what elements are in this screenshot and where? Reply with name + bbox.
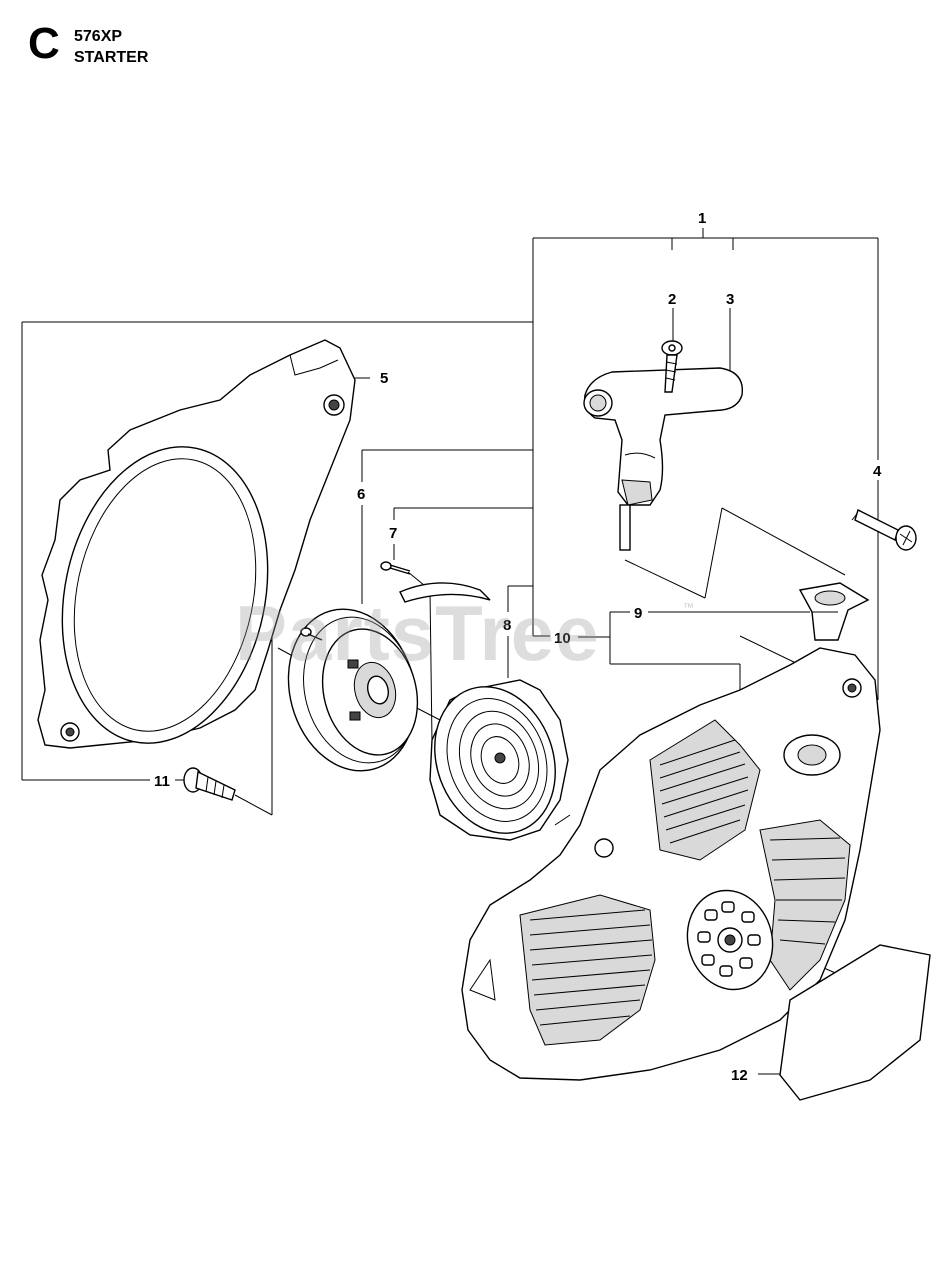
screw-4-part <box>854 509 917 551</box>
screw-7-part <box>380 561 411 575</box>
rope-pulley-part <box>287 608 419 772</box>
model-number: 576XP <box>74 28 123 45</box>
right-vent-slots <box>769 837 846 945</box>
callout-8: 8 <box>503 617 511 634</box>
partstree-watermark: PartsTree <box>235 589 600 677</box>
recoil-spring-part <box>429 679 569 841</box>
starter-handle-part <box>583 340 744 551</box>
starter-housing-part <box>461 647 881 1081</box>
callout-10: 10 <box>554 630 571 647</box>
left-vent-slots <box>529 909 653 1026</box>
callout-3: 3 <box>726 291 734 308</box>
hub-lugs <box>697 901 761 977</box>
diagram-title: STARTER <box>74 49 149 66</box>
trademark-symbol: ™ <box>683 602 694 614</box>
bolt-11-part <box>183 627 323 801</box>
rope-part <box>399 582 491 603</box>
callout-7: 7 <box>389 525 397 542</box>
callout-4: 4 <box>873 463 882 480</box>
decal-part <box>779 944 931 1101</box>
callout-numbers: 1 2 3 4 5 6 7 8 9 10 11 12 <box>154 210 882 1084</box>
callout-12: 12 <box>731 1067 748 1084</box>
callout-9: 9 <box>634 605 642 622</box>
callout-5: 5 <box>380 370 388 387</box>
callout-1: 1 <box>698 210 706 227</box>
section-letter: C <box>28 19 60 68</box>
callout-2: 2 <box>668 291 676 308</box>
callout-11: 11 <box>154 773 170 790</box>
callout-6: 6 <box>357 486 365 503</box>
upper-vent-slots <box>659 739 749 844</box>
rope-guide-part <box>798 582 870 641</box>
fan-cover-part <box>37 339 356 749</box>
